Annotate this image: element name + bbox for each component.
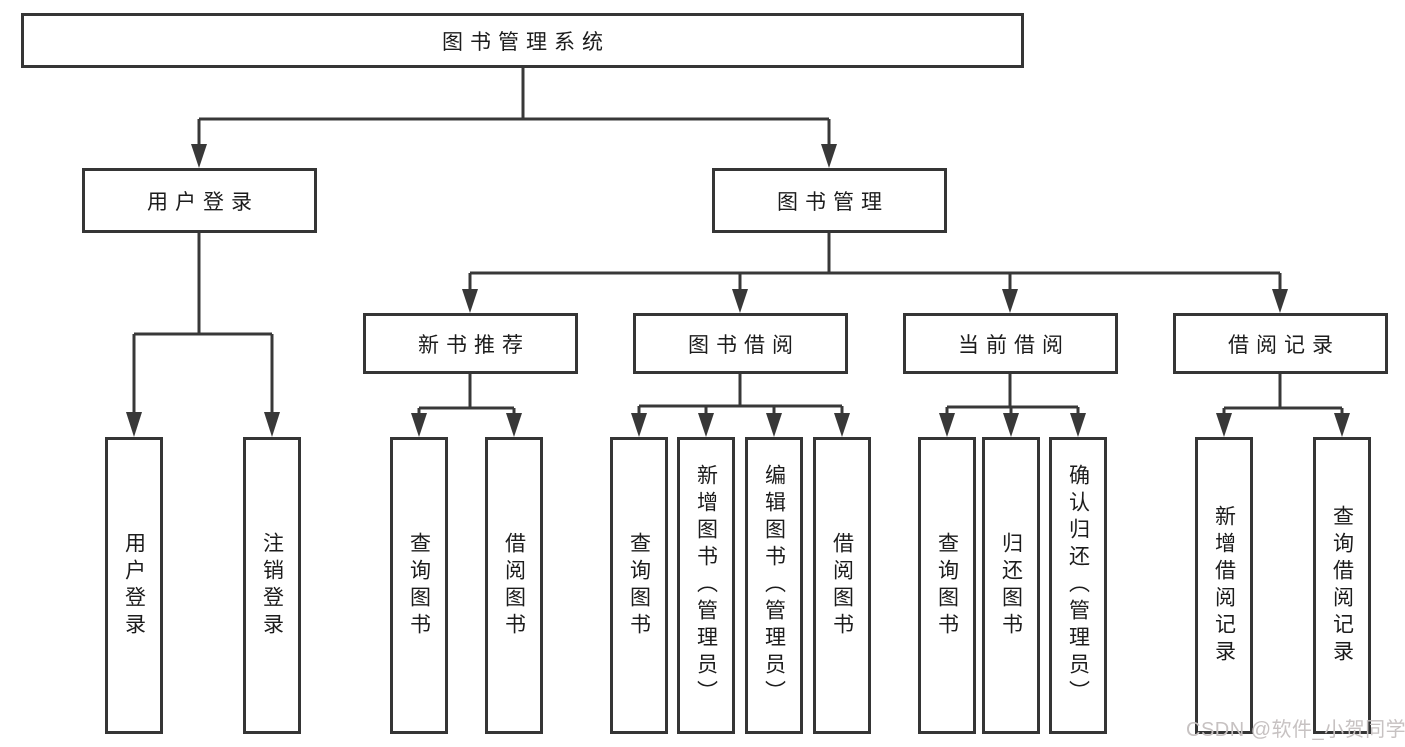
node-current-borrowing: 当前借阅	[903, 313, 1118, 374]
leaf-add-borrow-record: 新增借阅记录	[1195, 437, 1253, 734]
leaf-user-login: 用户登录	[105, 437, 163, 734]
leaf-query-books-current: 查询图书	[918, 437, 976, 734]
leaf-borrow-books-recommend: 借阅图书	[485, 437, 543, 734]
node-user-login: 用户登录	[82, 168, 317, 233]
leaf-add-books-admin: 新增图书（管理员）	[677, 437, 735, 734]
csdn-watermark: CSDN @软件_小贺同学	[1186, 719, 1405, 741]
leaf-edit-books-admin: 编辑图书（管理员）	[745, 437, 803, 734]
node-library-management-system: 图书管理系统	[21, 13, 1024, 68]
leaf-query-books-recommend: 查询图书	[390, 437, 448, 734]
leaf-confirm-return-admin: 确认归还（管理员）	[1049, 437, 1107, 734]
node-new-book-recommendation: 新书推荐	[363, 313, 578, 374]
leaf-query-books-borrowing: 查询图书	[610, 437, 668, 734]
leaf-query-borrow-record: 查询借阅记录	[1313, 437, 1371, 734]
leaf-logout: 注销登录	[243, 437, 301, 734]
node-book-borrowing: 图书借阅	[633, 313, 848, 374]
leaf-borrow-books-borrowing: 借阅图书	[813, 437, 871, 734]
node-borrowing-records: 借阅记录	[1173, 313, 1388, 374]
leaf-return-books: 归还图书	[982, 437, 1040, 734]
node-book-management: 图书管理	[712, 168, 947, 233]
